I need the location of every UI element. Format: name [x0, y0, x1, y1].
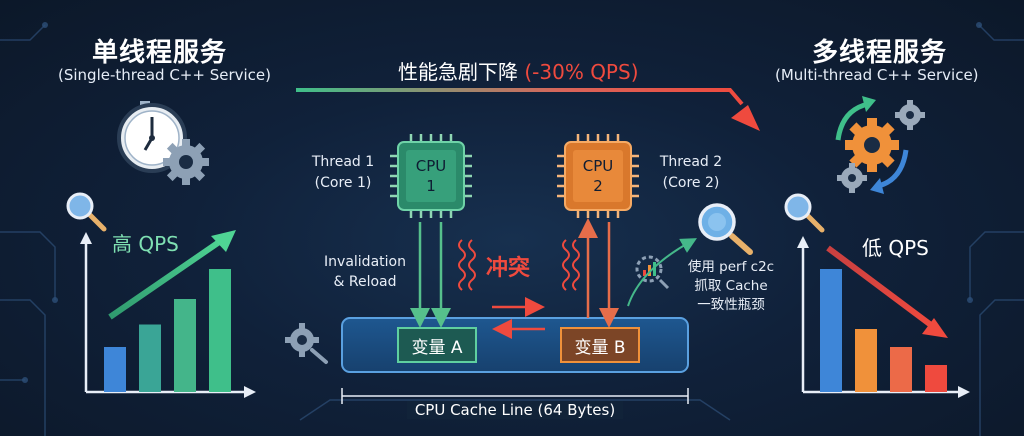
thread1-name: Thread 1	[311, 154, 375, 170]
cache-line-dimension	[341, 388, 689, 404]
cpu1-text: CPU	[415, 157, 447, 175]
left-chart-bar-1	[104, 347, 126, 392]
thread2-name: Thread 2	[659, 154, 723, 170]
left-chart-bar-4	[209, 269, 231, 392]
invalidation-line1: Invalidation	[324, 254, 406, 270]
cpu1-chip-icon	[390, 134, 472, 218]
cpu1-number: 1	[426, 177, 436, 195]
cpu1-label: CPU 1	[406, 156, 456, 196]
wrench-gear-icon	[285, 323, 328, 364]
right-subtitle: (Multi-thread C++ Service)	[775, 66, 979, 84]
conflict-waves	[458, 239, 580, 291]
right-title: 多线程服务	[812, 38, 948, 68]
performance-drop-text: 性能急剧下降	[398, 60, 518, 84]
right-chart-bar-4	[925, 365, 947, 392]
exchange-arrows	[492, 297, 545, 339]
cpu1-to-var-a-arrows	[410, 222, 451, 328]
cpu2-number: 2	[593, 177, 603, 195]
left-chart-bar-2	[139, 324, 161, 392]
left-title: 单线程服务	[92, 38, 228, 68]
var-a-box	[397, 327, 477, 363]
left-magnifier-icon	[66, 192, 107, 232]
perf-label: 使用 perf c2c 抓取 Cache 一致性瓶颈	[672, 258, 790, 315]
perf-line2: 抓取 Cache	[694, 278, 768, 294]
perf-line3: 一致性瓶颈	[697, 297, 765, 313]
perf-magnifier-icon	[698, 203, 753, 255]
gears-icon	[835, 96, 925, 194]
cpu2-label: CPU 2	[573, 156, 623, 196]
stopwatch-icon	[117, 101, 187, 173]
right-chart-bar-2	[855, 329, 877, 392]
right-magnifier-icon	[784, 193, 825, 233]
performance-drop-value: (-30% QPS)	[524, 60, 639, 84]
right-chart	[784, 193, 970, 398]
var-b-cpu2-arrows	[578, 218, 619, 328]
left-chart-bar-3	[174, 299, 196, 392]
cache-line-text: CPU Cache Line (64 Bytes)	[406, 401, 624, 419]
var-b-label: 变量 B	[574, 337, 626, 358]
invalidation-line2: & Reload	[333, 274, 397, 290]
thread2-core: (Core 2)	[662, 175, 720, 191]
perf-line1: 使用 perf c2c	[687, 259, 775, 275]
conflict-label: 冲突	[486, 256, 531, 281]
cpu2-text: CPU	[582, 157, 614, 175]
performance-drop-label: 性能急剧下降 (-30% QPS)	[398, 56, 639, 85]
thread1-label: Thread 1 (Core 1)	[300, 152, 386, 194]
left-chart	[66, 192, 256, 398]
thread2-label: Thread 2 (Core 2)	[648, 152, 734, 194]
thread1-core: (Core 1)	[314, 175, 372, 191]
cache-line-label: CPU Cache Line (64 Bytes)	[342, 401, 688, 419]
gear-icon	[163, 139, 209, 185]
var-b-box	[560, 327, 640, 363]
right-chart-bar-1	[820, 269, 842, 392]
left-qps-label: 高 QPS	[112, 232, 179, 256]
right-chart-bar-3	[890, 347, 912, 392]
perf-arrow	[627, 238, 697, 307]
left-subtitle: (Single-thread C++ Service)	[58, 66, 271, 84]
invalidation-label: Invalidation & Reload	[310, 252, 420, 292]
cpu2-chip-icon	[557, 134, 639, 218]
var-a-label: 变量 A	[411, 337, 463, 358]
right-qps-label: 低 QPS	[862, 236, 929, 260]
performance-drop-arrow	[296, 88, 760, 131]
perf-analysis-icon	[635, 255, 670, 290]
